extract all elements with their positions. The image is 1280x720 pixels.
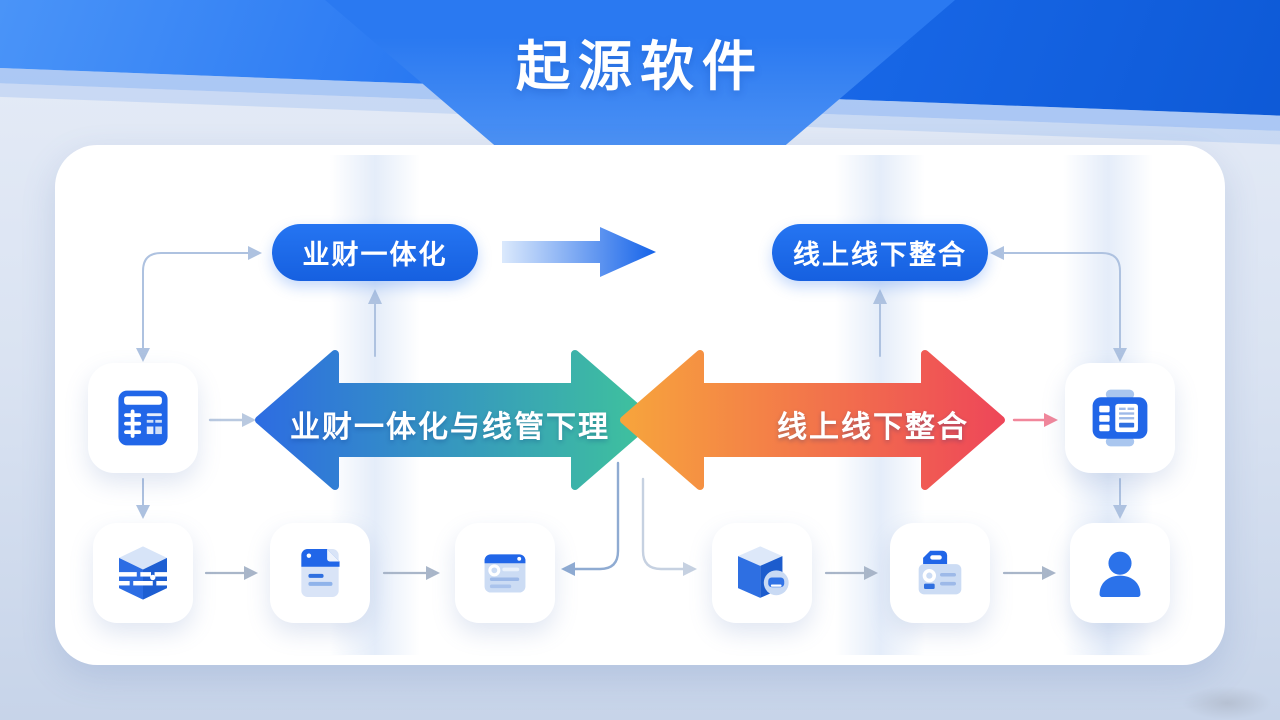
pill-finance-integration: 业财一体化 [272, 224, 478, 281]
member-card-icon [918, 550, 962, 595]
document-icon [301, 549, 340, 597]
user-icon [1099, 551, 1141, 597]
receipt-card [455, 523, 555, 623]
document-card [270, 523, 370, 623]
pos-terminal-icon [1092, 389, 1148, 447]
warehouse-icon [119, 546, 167, 600]
warehouse-card [93, 523, 193, 623]
pill-online-offline: 线上线下整合 [772, 224, 988, 281]
user-card [1070, 523, 1170, 623]
package-chat-card [712, 523, 812, 623]
page-title: 起源软件 [516, 37, 764, 97]
ledger-calculator-icon [118, 390, 168, 446]
ledger-calculator-card [88, 363, 198, 473]
member-card-card [890, 523, 990, 623]
corner-smudge [1182, 686, 1272, 720]
receipt-icon [484, 554, 526, 593]
pos-terminal-card [1065, 363, 1175, 473]
right-arrow-label: 线上线下整合 [777, 411, 969, 444]
left-arrow-label: 业财一体化与线管下理 [290, 411, 610, 444]
header-banner: 起源软件 [0, 0, 1280, 170]
diagram-card [55, 145, 1225, 665]
package-chat-icon [738, 546, 789, 598]
